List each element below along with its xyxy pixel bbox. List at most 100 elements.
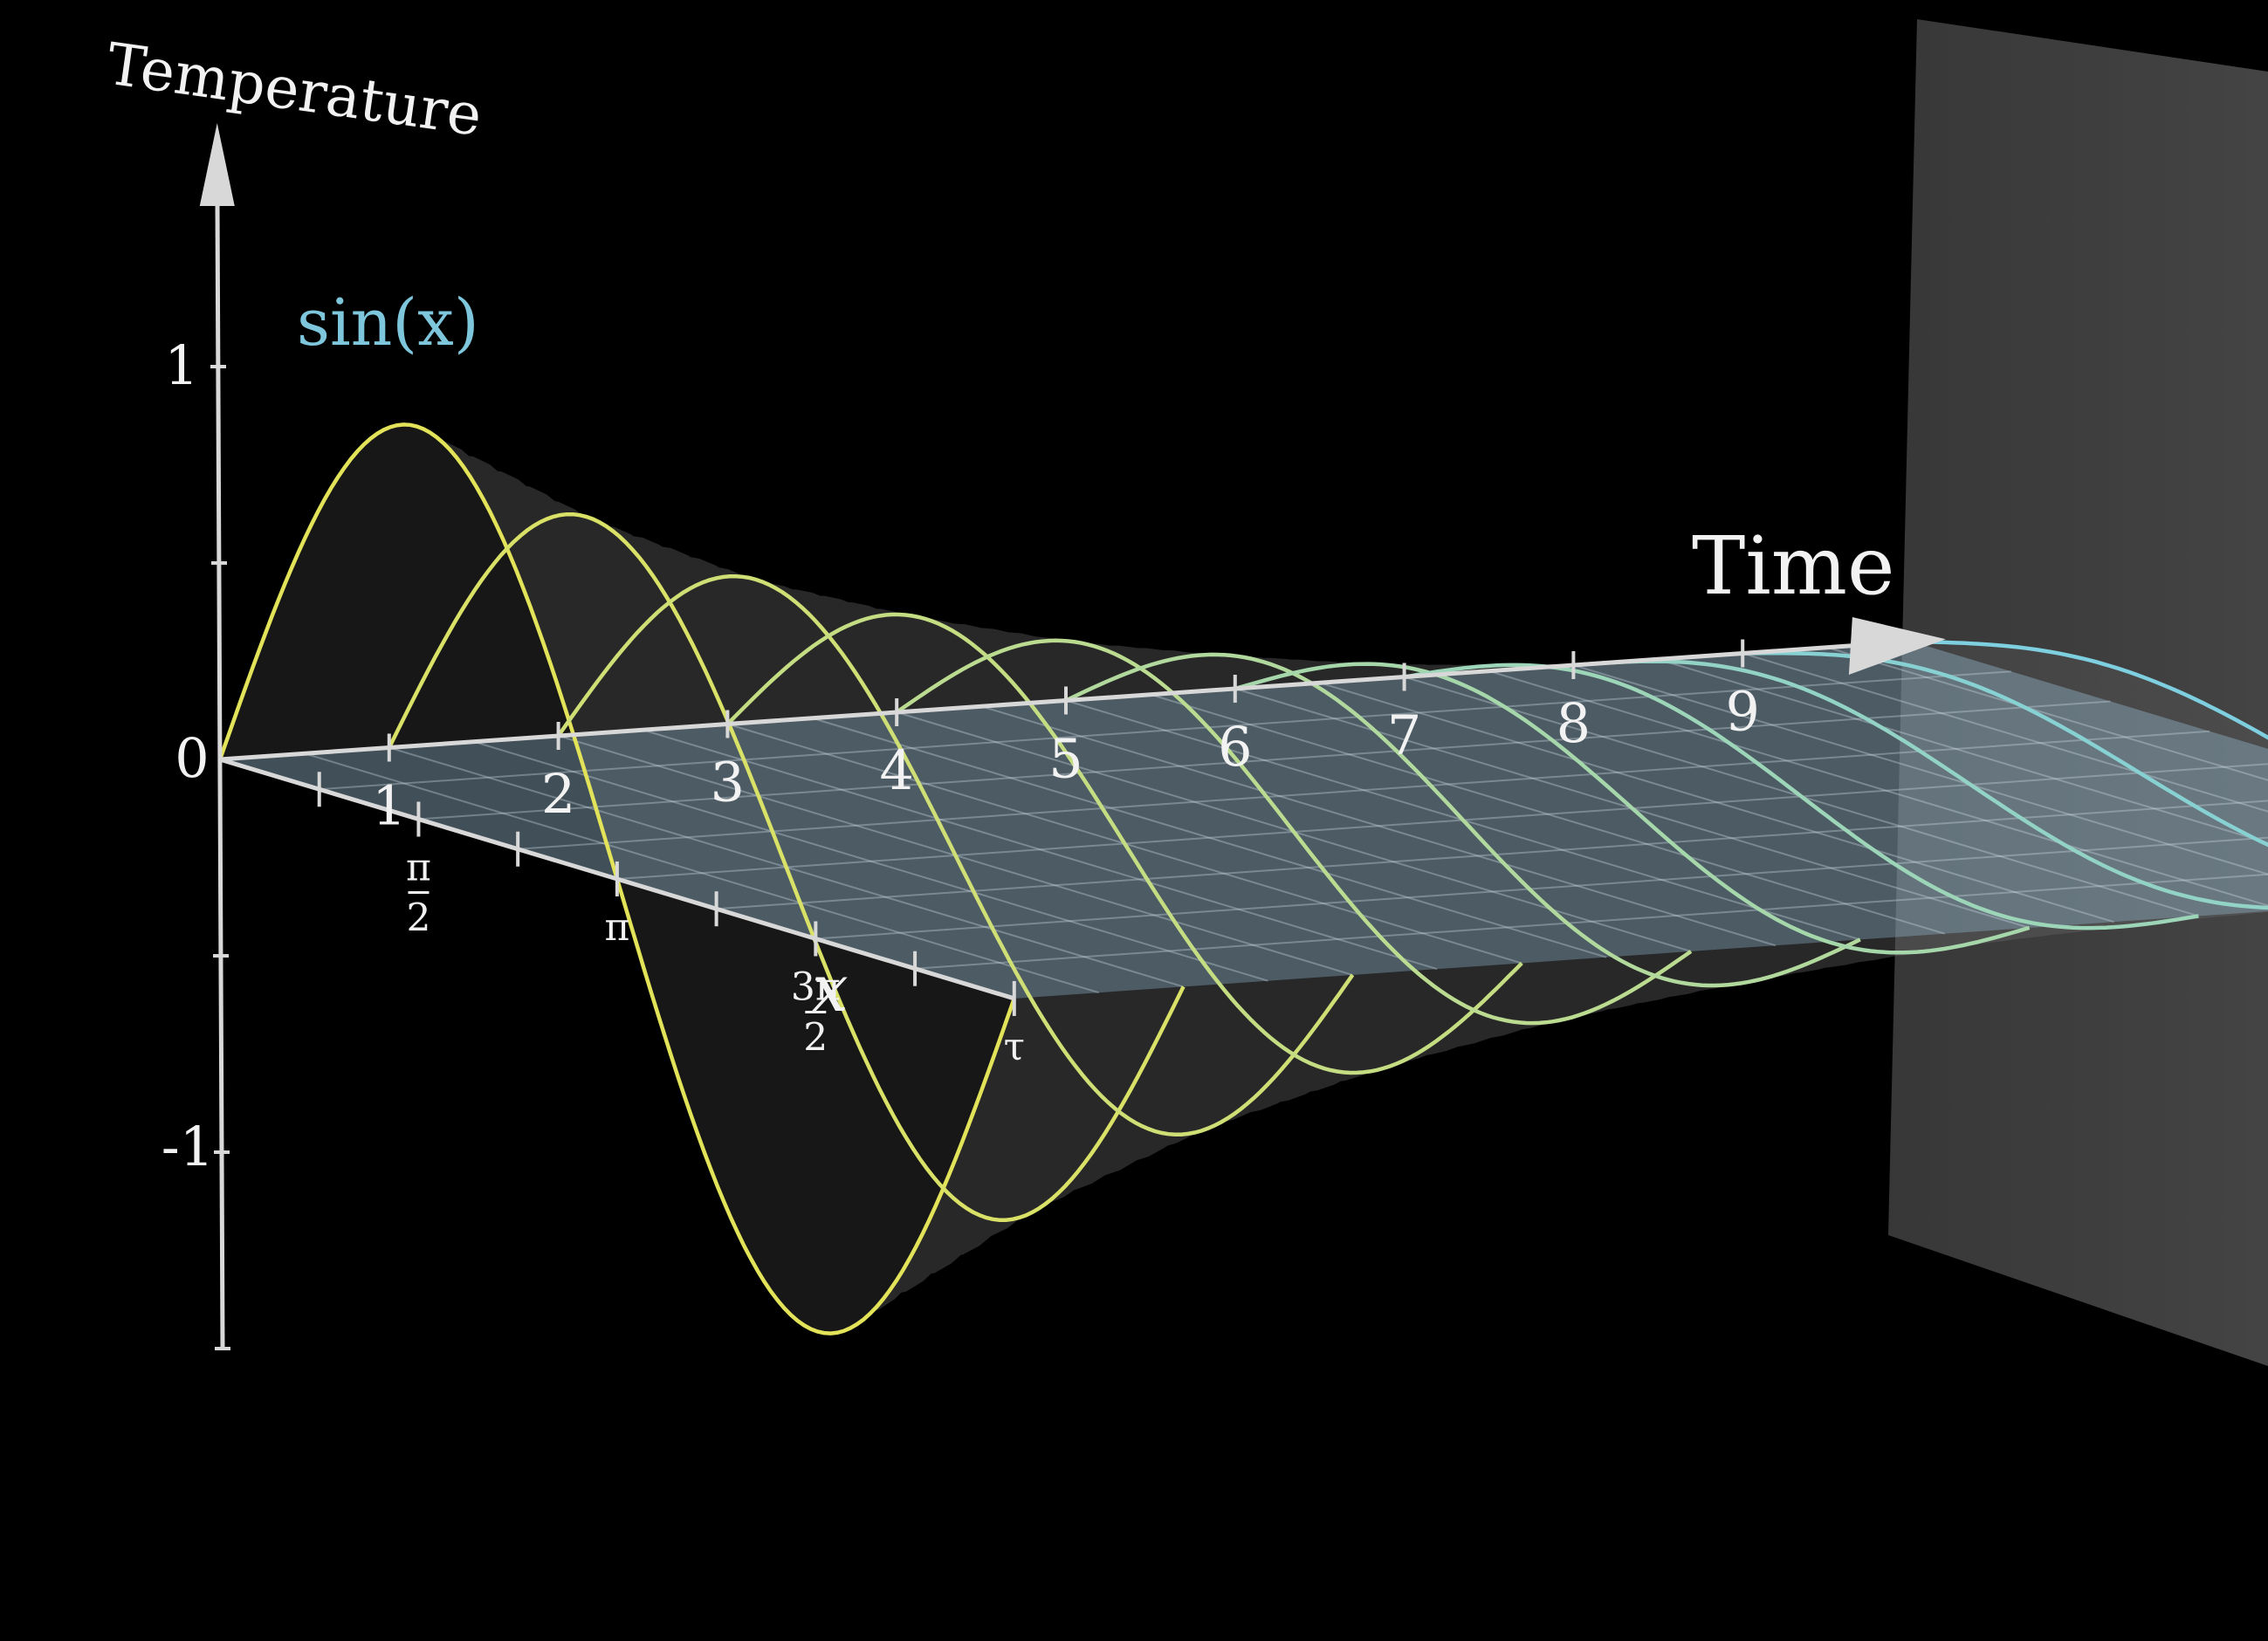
plane-grid-line xyxy=(980,705,1777,947)
surface-strip xyxy=(502,555,1325,1164)
plane-grid-line xyxy=(815,836,2268,940)
x-tick-label-numerator: 3π xyxy=(791,965,841,1009)
surface-strip xyxy=(1150,659,1974,969)
surface-strip xyxy=(812,627,1635,1048)
surface-strip xyxy=(924,642,1748,1017)
surface-strip xyxy=(1798,647,2268,812)
plane-grid-line xyxy=(1826,646,2268,781)
x-tick-label-numerator: π xyxy=(605,905,630,950)
plane-grid-line xyxy=(1319,682,2114,923)
x-axis-label: x xyxy=(812,951,849,1026)
x-tick-label-numerator: π xyxy=(406,845,431,889)
surface-strip xyxy=(897,640,1720,1023)
surface-strip xyxy=(1206,662,2030,958)
surface-strip xyxy=(1573,660,2268,908)
surface-strip xyxy=(727,615,1550,1073)
surface-strip xyxy=(643,595,1466,1103)
surface-strip xyxy=(784,623,1607,1056)
surface-strip xyxy=(1714,653,2268,861)
surface-strip xyxy=(1234,663,2058,953)
surface-strip xyxy=(530,566,1353,1149)
surface-strip xyxy=(952,645,1776,1011)
surface-strip xyxy=(981,648,1804,1005)
plane-grid-line xyxy=(418,700,2111,820)
plane-grid-line xyxy=(643,729,1438,971)
temperature-axis-label: Temperature xyxy=(103,31,486,149)
surface-strip xyxy=(1630,657,2268,896)
surface-strip xyxy=(1827,645,2268,793)
time-tick-label-8: 8 xyxy=(1557,691,1591,755)
plane-grid-line xyxy=(518,730,2210,850)
sine-curve-t5 xyxy=(1065,652,1861,988)
surface-strip xyxy=(558,576,1381,1135)
surface-layer xyxy=(220,424,2268,1334)
y-tick-label-1: 1 xyxy=(164,333,198,397)
surface-strip xyxy=(1432,663,2256,925)
surface-strip xyxy=(473,545,1296,1178)
x-tick-label: 3π2 xyxy=(791,965,841,1060)
surface-strip xyxy=(417,525,1241,1206)
x-tick-label-numerator: τ xyxy=(1004,1025,1025,1069)
surface-strip xyxy=(1122,657,1945,975)
plane-grid-line xyxy=(473,740,1268,982)
surface-strip xyxy=(840,631,1663,1040)
temperature-axis-line xyxy=(215,157,225,1349)
surface-strip xyxy=(755,619,1578,1065)
surface-strip xyxy=(1460,663,2268,922)
surface-strip xyxy=(1094,656,1917,980)
y-tick-label-0: 0 xyxy=(175,726,209,790)
surface-strip xyxy=(445,534,1268,1192)
y-tick-label-neg1: -1 xyxy=(162,1115,214,1178)
plane-grid-line xyxy=(1658,658,2268,844)
x-tick-label-denominator: 2 xyxy=(406,896,430,940)
surface-strip xyxy=(248,439,1071,1315)
x-tick-label: π xyxy=(605,905,630,950)
time-axis-label: Time xyxy=(1692,519,1894,613)
sine-curve-t2 xyxy=(556,573,1355,1137)
plane-grid-line xyxy=(304,752,1099,994)
time-axis-arrow xyxy=(1848,617,1946,676)
surface-strip xyxy=(220,424,1043,1334)
time-tick-label-9: 9 xyxy=(1725,680,1759,744)
x-tick-label: π2 xyxy=(406,845,431,940)
plane-grid-line xyxy=(716,800,2268,910)
time-tick-label-1: 1 xyxy=(372,774,406,838)
sine-curve-t10 xyxy=(1911,639,2268,740)
plane-grid-line xyxy=(1150,693,1945,935)
time-axis-line xyxy=(219,642,1862,762)
surface-strip xyxy=(1376,664,2199,932)
sine-curve-t4 xyxy=(895,638,1693,1026)
surface-strip xyxy=(1742,651,2268,845)
plane-grid-line xyxy=(319,670,2011,791)
surface-strip xyxy=(1601,658,2268,903)
surface-strip xyxy=(1291,664,2114,944)
plane-grid-line xyxy=(812,717,1607,958)
surface-strip xyxy=(1404,664,2227,929)
surface-strip xyxy=(304,469,1128,1277)
surface-strip xyxy=(670,601,1494,1094)
surface-strip xyxy=(1179,661,2002,964)
surface-strip xyxy=(1037,652,1860,992)
time-tick-label-4: 4 xyxy=(879,738,913,802)
x-tick-label: τ xyxy=(1004,1025,1025,1069)
time-tick-label-7: 7 xyxy=(1387,704,1421,767)
surface-strip xyxy=(276,454,1099,1296)
time-tick-label-3: 3 xyxy=(711,751,745,814)
surface-strip xyxy=(1658,656,2268,886)
time-tick-label-6: 6 xyxy=(1218,715,1252,779)
surface-strip xyxy=(1263,663,2086,949)
surface-strip xyxy=(615,589,1438,1114)
sine-curve-t1 xyxy=(387,512,1186,1222)
axes xyxy=(199,123,1946,1350)
surface-strip xyxy=(1348,664,2171,937)
surface-strip xyxy=(1855,643,2268,774)
sine-curve-t3 xyxy=(725,612,1523,1075)
surface-strip xyxy=(699,608,1522,1083)
surface-strip xyxy=(1066,654,1889,986)
time-tick-label-2: 2 xyxy=(541,762,575,826)
time-end-panel xyxy=(1888,19,2268,1366)
